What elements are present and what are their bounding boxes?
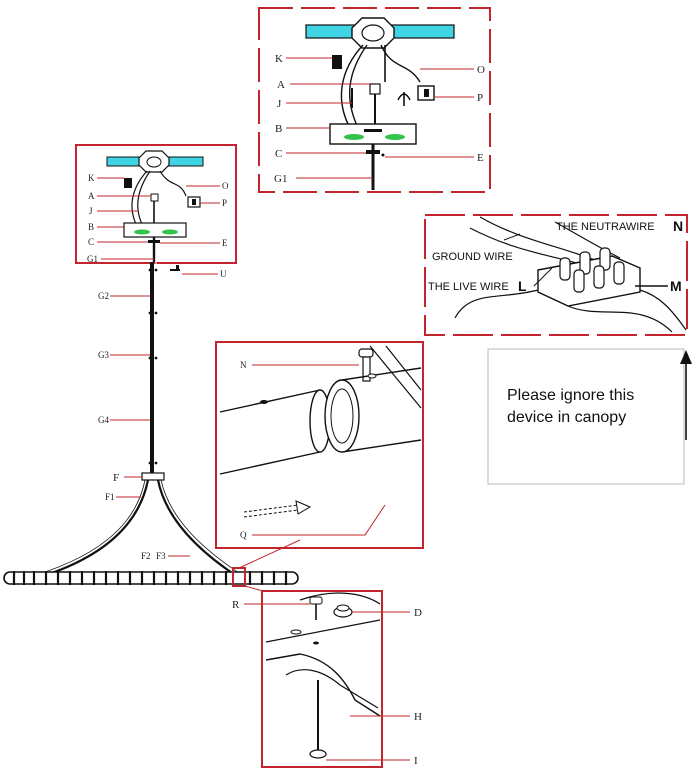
rod-joint-inset: N Q [215, 341, 424, 549]
neutral-wire-letter: N [673, 218, 683, 234]
downrod-assembly: U G2 G3 G4 F F1 F2 F3 [35, 262, 243, 579]
label-j-top: J [277, 98, 282, 110]
label-u: U [220, 269, 227, 279]
label-j-left: J [89, 206, 93, 216]
label-o-top: O [477, 64, 485, 76]
note-line-1: Please ignore this [507, 387, 634, 404]
label-c-left: C [88, 237, 94, 247]
ground-wire-label: GROUND WIRE [432, 251, 513, 263]
label-p-top: P [477, 92, 483, 104]
label-f3: F3 [156, 551, 166, 561]
arm-attach-inset: R D H I [232, 590, 422, 768]
label-k-top: K [275, 53, 283, 65]
label-f2: F2 [141, 551, 151, 561]
label-i: I [414, 755, 418, 767]
light-bar [3, 539, 301, 592]
label-n-joint: N [240, 360, 247, 370]
canopy-plate [329, 123, 417, 145]
label-p-left: P [222, 198, 227, 208]
label-d: D [414, 607, 422, 619]
label-h: H [414, 711, 422, 723]
label-b-top: B [275, 123, 282, 135]
label-c-top: C [275, 148, 282, 160]
neutral-wire-label: THE NEUTRAWIRE [556, 221, 655, 233]
note-line-2: device in canopy [507, 409, 626, 426]
label-k-left: K [88, 173, 95, 183]
note-box: Please ignore this device in canopy [487, 348, 692, 485]
label-q: Q [240, 530, 247, 540]
label-a-top: A [277, 79, 285, 91]
live-wire-label: THE LIVE WIRE [428, 281, 509, 293]
label-f: F [113, 472, 119, 484]
wiring-inset: THE NEUTRAWIRE N GROUND WIRE THE LIVE WI… [424, 214, 688, 336]
left-canopy-inset: K A J B C G1 O P E [75, 144, 237, 264]
label-o-left: O [222, 181, 229, 191]
label-g2: G2 [98, 291, 109, 301]
label-e-left: E [222, 238, 228, 248]
top-canopy-inset: K A J B C G1 O P E [258, 7, 491, 193]
label-f1: F1 [105, 492, 115, 502]
live-wire-letter: L [518, 278, 527, 294]
label-e-top: E [477, 152, 484, 164]
canopy-hook [351, 17, 395, 49]
label-g1-top: G1 [274, 173, 287, 185]
terminal-block-letter: M [670, 278, 682, 294]
label-g3: G3 [98, 350, 109, 360]
label-b-left: B [88, 222, 94, 232]
label-g1-left: G1 [87, 254, 98, 264]
label-r: R [232, 599, 240, 611]
label-a-left: A [88, 191, 95, 201]
label-g4: G4 [98, 415, 109, 425]
